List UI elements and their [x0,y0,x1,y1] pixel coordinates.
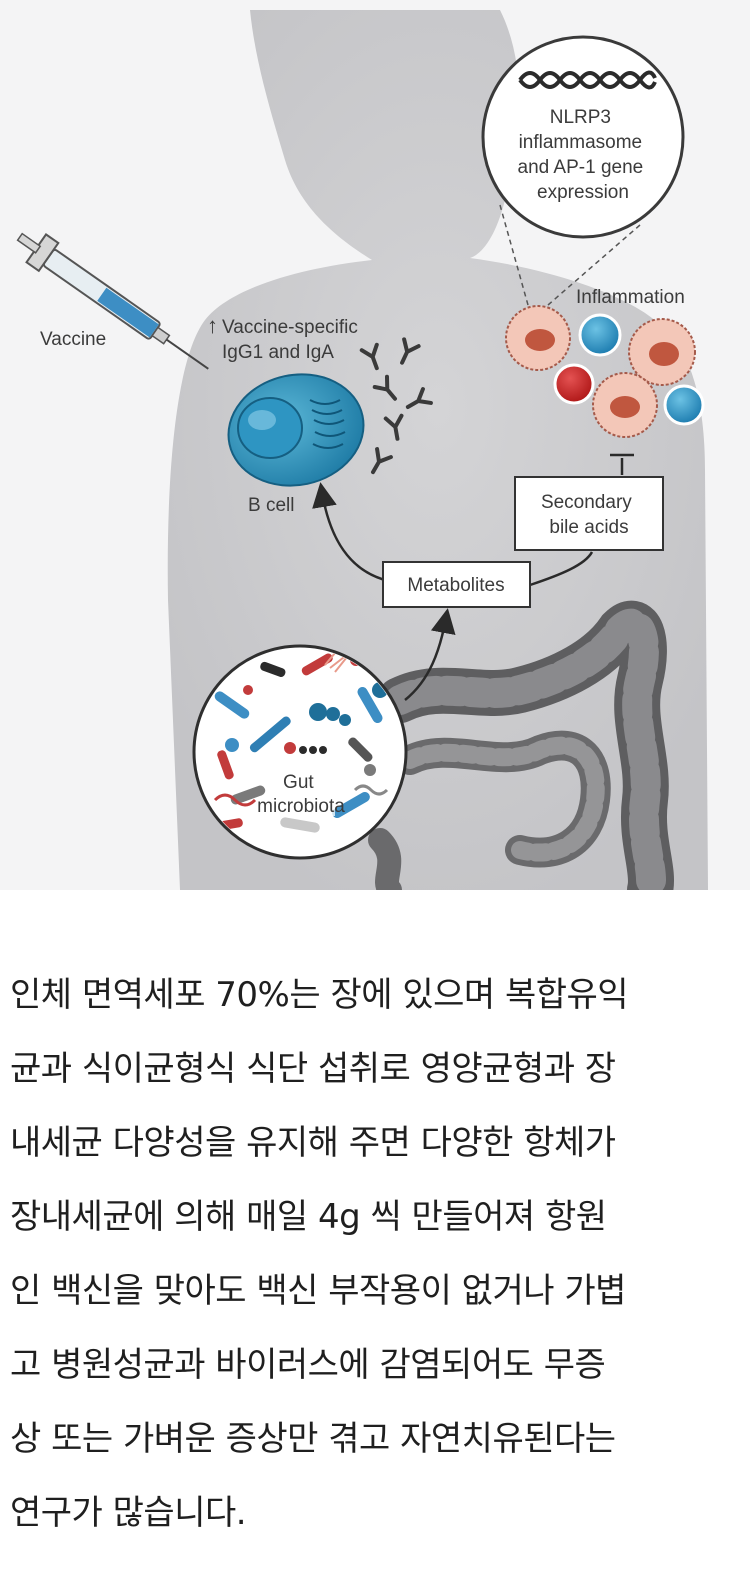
igg-label: ↑ Vaccine-specific IgG1 and IgA [207,313,363,363]
caption-line: 인체 면역세포 70%는 장에 있으며 복합유익 [10,975,629,1015]
antibody-icons [359,337,433,475]
igg-label-line-1: Vaccine-specific [222,317,358,338]
blue-cell-icon [663,384,705,426]
caption-paragraph: 인체 면역세포 70%는 장에 있으며 복합유익 균과 식이균형식 식단 섭취로… [10,958,740,1550]
inflammation-label: Inflammation [576,287,685,308]
intestine [368,600,674,890]
red-cell-icon [553,363,595,405]
bile-label-line-1: Secondary [541,492,632,513]
gene-expression-callout: NLRP3 inflammasome and AP-1 gene express… [481,35,685,306]
gene-label-line-1: NLRP3 [550,107,611,128]
macrophage-icon [505,305,571,371]
svg-text:Secondary bile acids: Secondary bile acids [541,492,637,538]
caption-line: 연구가 많습니다. [10,1493,247,1533]
caption-line: 인 백신을 맞아도 백신 부작용이 없거나 가볍 [10,1271,626,1311]
blue-cell-icon [578,313,622,357]
metabolites-label: Metabolites [407,575,504,596]
svg-text:Gut microbiota: Gut microbiota [257,772,345,817]
bile-label-line-2: bile acids [549,517,628,538]
b-cell-icon [227,373,365,487]
gene-label-line-3: and AP-1 gene [518,157,644,178]
igg-label-line-2: IgG1 and IgA [222,342,334,363]
macrophage-icon [628,318,696,386]
secondary-bile-acids-box: Secondary bile acids [514,476,664,551]
svg-text:NLRP3 inflammasome: NLRP3 inflammasome and AP-1 gene express… [518,107,649,203]
gut-microbiota-circle: Gut microbiota [192,644,408,860]
gene-label-line-4: expression [537,182,629,203]
inhibition-arrow [610,453,634,475]
caption-line: 고 병원성균과 바이러스에 감염되어도 무증 [10,1345,606,1385]
syringe-icon [16,232,209,370]
b-cell-label: B cell [248,495,294,516]
gut-label-line-2: microbiota [257,796,345,817]
caption-line: 상 또는 가벼운 증상만 겪고 자연치유된다는 [10,1419,616,1459]
gene-label-line-2: inflammasome [519,132,643,153]
dna-helix-icon [518,70,657,90]
flow-arrows [312,482,594,701]
inflammation-cells: Inflammation [505,287,705,438]
caption-line: 장내세균에 의해 매일 4g 씩 만들어져 항원 [10,1197,607,1237]
vaccine-label: Vaccine [40,329,106,350]
gut-label-line-1: Gut [283,772,314,793]
metabolites-box: Metabolites [382,561,531,608]
macrophage-icon [592,372,658,438]
caption-line: 균과 식이균형식 식단 섭취로 영양균형과 장 [10,1049,616,1089]
up-arrow-icon: ↑ [207,313,218,338]
microbiota-immunity-diagram: NLRP3 inflammasome and AP-1 gene express… [0,0,750,890]
caption-line: 내세균 다양성을 유지해 주면 다양한 항체가 [10,1123,616,1163]
